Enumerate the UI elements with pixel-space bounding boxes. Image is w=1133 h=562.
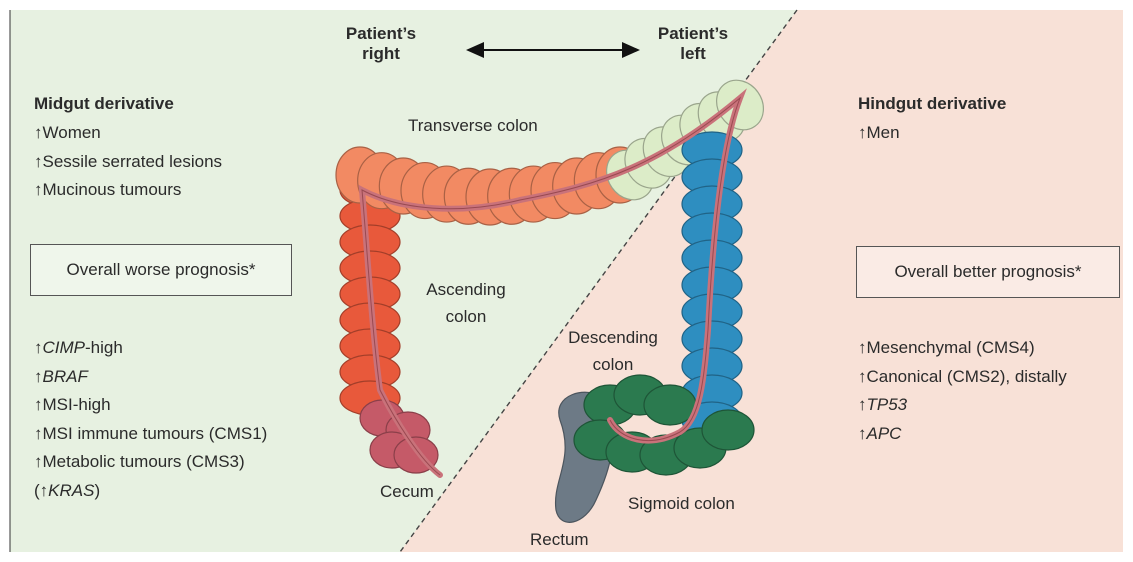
- up-arrow-icon: ↑: [858, 424, 867, 443]
- up-arrow-icon: ↑: [858, 367, 867, 386]
- marker-text: MSI-high: [43, 395, 111, 414]
- transverse-colon-label: Transverse colon: [408, 116, 538, 136]
- worse-prognosis-label: Overall worse prognosis*: [67, 260, 256, 280]
- gene-name: CIMP: [43, 338, 86, 357]
- cecum-label: Cecum: [380, 482, 434, 502]
- hindgut-features: ↑Men: [858, 119, 900, 148]
- up-arrow-icon: (↑: [34, 481, 48, 500]
- better-prognosis-box: Overall better prognosis*: [856, 246, 1120, 298]
- feature-sessile-serrated: ↑Sessile serrated lesions: [34, 148, 222, 177]
- hindgut-marker-2: ↑TP53: [858, 391, 1067, 420]
- marker-text: ): [94, 481, 100, 500]
- hindgut-title: Hindgut derivative: [858, 94, 1006, 114]
- midgut-marker-0: ↑CIMP-high: [34, 334, 267, 363]
- marker-text: Canonical (CMS2), distally: [867, 367, 1067, 386]
- up-arrow-icon: ↑: [858, 338, 867, 357]
- midgut-marker-5: (↑KRAS): [34, 477, 267, 506]
- feature-mucinous: ↑Mucinous tumours: [34, 176, 222, 205]
- midgut-marker-4: ↑Metabolic tumours (CMS3): [34, 448, 267, 477]
- midgut-features: ↑Women ↑Sessile serrated lesions ↑Mucino…: [34, 119, 222, 205]
- midgut-marker-2: ↑MSI-high: [34, 391, 267, 420]
- feature-men: ↑Men: [858, 119, 900, 148]
- feature-women: ↑Women: [34, 119, 222, 148]
- gene-name: APC: [867, 424, 902, 443]
- marker-text: Mesenchymal (CMS4): [867, 338, 1035, 357]
- midgut-markers: ↑CIMP-high↑BRAF↑MSI-high↑MSI immune tumo…: [34, 334, 267, 505]
- up-arrow-icon: ↑: [34, 395, 43, 414]
- marker-text: Metabolic tumours (CMS3): [43, 452, 245, 471]
- marker-text: MSI immune tumours (CMS1): [43, 424, 268, 443]
- hindgut-marker-1: ↑Canonical (CMS2), distally: [858, 363, 1067, 392]
- midgut-title: Midgut derivative: [34, 94, 174, 114]
- better-prognosis-label: Overall better prognosis*: [894, 262, 1081, 282]
- gene-name: KRAS: [48, 481, 94, 500]
- sigmoid-colon-label: Sigmoid colon: [628, 494, 735, 514]
- worse-prognosis-box: Overall worse prognosis*: [30, 244, 292, 296]
- hindgut-marker-3: ↑APC: [858, 420, 1067, 449]
- up-arrow-icon: ↑: [34, 338, 43, 357]
- midgut-marker-3: ↑MSI immune tumours (CMS1): [34, 420, 267, 449]
- gene-name: TP53: [867, 395, 908, 414]
- rectum-label: Rectum: [530, 530, 589, 550]
- up-arrow-icon: ↑: [34, 452, 43, 471]
- up-arrow-icon: ↑: [34, 424, 43, 443]
- marker-text: -high: [85, 338, 123, 357]
- up-arrow-icon: ↑: [34, 367, 43, 386]
- hindgut-markers: ↑Mesenchymal (CMS4)↑Canonical (CMS2), di…: [858, 334, 1067, 448]
- gene-name: BRAF: [43, 367, 88, 386]
- up-arrow-icon: ↑: [858, 395, 867, 414]
- hindgut-marker-0: ↑Mesenchymal (CMS4): [858, 334, 1067, 363]
- midgut-marker-1: ↑BRAF: [34, 363, 267, 392]
